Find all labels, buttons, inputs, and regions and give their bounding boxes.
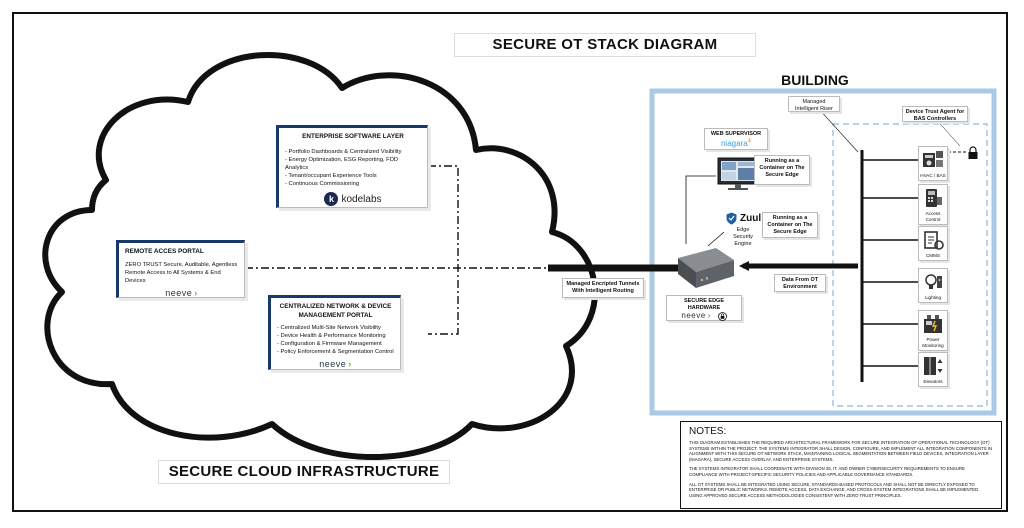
enterprise-title: ENTERPRISE SOFTWARE LAYER bbox=[302, 133, 404, 140]
trust-agent-label: Device Trust Agent for BAS Controllers bbox=[902, 106, 968, 122]
access-control-icon bbox=[926, 189, 942, 207]
device-tile-hvac: HVAC / BAS bbox=[918, 146, 948, 181]
remote-body: ZERO TRUST Secure, Auditable, Agentless … bbox=[125, 262, 238, 284]
elevator-icon bbox=[924, 357, 943, 375]
supervisor-connector bbox=[685, 175, 716, 244]
lock-icon bbox=[717, 312, 727, 321]
cloud-caption: SECURE CLOUD INFRASTRUCTURE bbox=[158, 460, 450, 484]
trust-agent-text: Device Trust Agent for BAS Controllers bbox=[905, 109, 965, 122]
edge-device-icon bbox=[678, 248, 734, 288]
kodelabs-logo-text: kodelabs bbox=[341, 193, 382, 205]
notes-paragraph: All OT systems shall be integrated using… bbox=[689, 481, 979, 498]
network-list: - Centralized Multi-Site Network Visibil… bbox=[277, 324, 394, 356]
zuul-connector bbox=[707, 231, 725, 247]
tunnel-label: Managed Encripted Tunnels With Intellige… bbox=[562, 278, 644, 298]
chevron-right-icon: › bbox=[707, 311, 711, 320]
list-item: - Device Health & Performance Monitoring bbox=[277, 333, 386, 339]
neeve-logo: neeve› bbox=[681, 311, 713, 320]
device-name: Lighting bbox=[924, 295, 942, 300]
device-name: Power Monitoring bbox=[922, 337, 944, 348]
zuul-subtitle: Edge Security Engine bbox=[733, 227, 753, 247]
notes-paragraph: This diagram establishes the required ar… bbox=[689, 440, 993, 462]
supervisor-container-text: Running as a Container on The Secure Edg… bbox=[759, 158, 805, 178]
list-item: - Energy Optimization, ESG Reporting, FD… bbox=[285, 157, 399, 171]
outer-frame bbox=[12, 12, 1008, 512]
zuul-container-label: Running as a Container on The Secure Edg… bbox=[762, 212, 818, 238]
enterprise-software-box: ENTERPRISE SOFTWARE LAYER - Portfolio Da… bbox=[276, 125, 428, 208]
list-item: - Centralized Multi-Site Network Visibil… bbox=[277, 325, 381, 331]
connector-enterprise bbox=[428, 165, 459, 335]
device-name: CMMS bbox=[925, 253, 941, 258]
riser-branches bbox=[862, 159, 918, 367]
neeve-logo: neeve› bbox=[277, 359, 394, 369]
neeve-logo-text: neeve bbox=[165, 288, 193, 299]
notes-paragraph: The systems integrator shall coordinate … bbox=[689, 466, 965, 477]
device-tile-lighting: Lighting bbox=[918, 268, 948, 303]
shield-icon bbox=[726, 212, 737, 225]
niagara-logo-sup: 4 bbox=[747, 138, 752, 144]
riser-label: Managed Intelligent Riser bbox=[788, 96, 840, 112]
zuul-container-text: Running as a Container on The Secure Edg… bbox=[767, 215, 813, 235]
trust-agent-pointer bbox=[934, 117, 961, 147]
notes-panel: NOTES: This diagram establishes the requ… bbox=[680, 421, 1002, 509]
chevron-right-icon: › bbox=[194, 288, 198, 299]
list-item: - Tenant/occupant Experience Tools bbox=[285, 173, 377, 179]
zuul-logo-text: Zuul bbox=[740, 213, 762, 224]
building-border bbox=[649, 88, 997, 416]
web-supervisor-label: WEB SUPERVISOR niagara4 bbox=[704, 128, 768, 150]
edge-hardware-label: SECURE EDGE HARDWARE neeve› bbox=[666, 295, 742, 321]
device-name: Elevators bbox=[923, 379, 943, 384]
supervisor-container-label: Running as a Container on The Secure Edg… bbox=[754, 155, 810, 185]
power-monitoring-icon bbox=[924, 315, 942, 333]
diagram-title: SECURE OT STACK DIAGRAM bbox=[454, 33, 756, 57]
network-portal-box: CENTRALIZED NETWORK & DEVICE MANAGEMENT … bbox=[268, 295, 401, 370]
kodelabs-badge-icon: k bbox=[324, 192, 339, 206]
device-tile-power-monitoring: Power Monitoring bbox=[918, 310, 948, 351]
supervisor-screen-icon bbox=[716, 156, 760, 192]
device-name: Access Control bbox=[925, 211, 941, 222]
data-from-ot-text: Data From OT Environment bbox=[781, 277, 819, 290]
cloud-shape bbox=[42, 51, 598, 460]
device-tile-cmms: CMMS bbox=[918, 226, 948, 261]
lighting-icon bbox=[925, 274, 942, 289]
web-supervisor-title: WEB SUPERVISOR bbox=[710, 131, 762, 137]
remote-access-box: REMOTE ACCES PORTAL ZERO TRUST Secure, A… bbox=[116, 240, 245, 298]
notes-heading: NOTES: bbox=[689, 426, 727, 437]
tunnel-label-text: Managed Encripted Tunnels With Intellige… bbox=[566, 281, 640, 294]
riser-label-text: Managed Intelligent Riser bbox=[795, 99, 833, 112]
list-item: - Policy Enforcement & Segmentation Cont… bbox=[277, 349, 394, 355]
chevron-right-icon: › bbox=[348, 359, 352, 369]
niagara-logo: niagara4 bbox=[720, 138, 752, 148]
remote-title: REMOTE ACCES PORTAL bbox=[125, 248, 204, 255]
zuul-logo: Zuul bbox=[726, 212, 761, 225]
list-item: - Continuous Commissioning bbox=[285, 181, 360, 187]
building-title: BUILDING bbox=[781, 72, 849, 88]
neeve-logo-text: neeve bbox=[681, 311, 706, 320]
trust-agent-lock-icon bbox=[968, 146, 978, 159]
riser-pointer bbox=[817, 107, 859, 153]
data-from-ot-label: Data From OT Environment bbox=[774, 274, 826, 292]
monitor-icon bbox=[717, 157, 759, 190]
device-name: HVAC / BAS bbox=[920, 173, 946, 178]
hvac-icon bbox=[923, 151, 943, 167]
list-item: - Configuration & Firmware Management bbox=[277, 341, 382, 347]
list-item: - Portfolio Dashboards & Centralized Vis… bbox=[285, 149, 402, 155]
network-title: CENTRALIZED NETWORK & DEVICE MANAGEMENT … bbox=[279, 303, 392, 319]
edge-hardware-device bbox=[672, 244, 738, 292]
edge-hardware-title: SECURE EDGE HARDWARE bbox=[683, 298, 725, 311]
kodelabs-logo: k kodelabs bbox=[285, 192, 421, 206]
device-tile-elevators: Elevators bbox=[918, 352, 948, 387]
device-tile-access-control: Access Control bbox=[918, 184, 948, 225]
enterprise-list: - Portfolio Dashboards & Centralized Vis… bbox=[285, 148, 421, 188]
neeve-logo-text: neeve bbox=[319, 359, 347, 369]
cmms-icon bbox=[924, 231, 944, 250]
neeve-logo: neeve› bbox=[125, 288, 238, 298]
niagara-logo-text: niagara bbox=[720, 138, 748, 148]
